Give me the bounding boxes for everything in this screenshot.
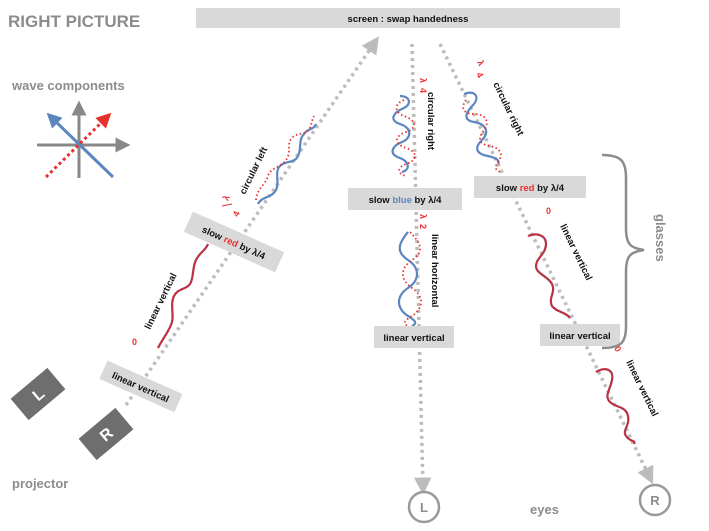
incoming-circular-wave-blue bbox=[257, 123, 318, 205]
right-linear-vertical-bar: linear vertical bbox=[540, 324, 620, 346]
left-horizontal-label: linear horizontal bbox=[429, 234, 440, 307]
page-title: RIGHT PICTURE bbox=[8, 12, 140, 31]
left-horizontal-wave-blue bbox=[397, 231, 419, 327]
incoming-linear-vertical-bar: linear vertical bbox=[99, 360, 183, 413]
right-slow-red-bar: slow red by λ/4 bbox=[474, 176, 586, 198]
svg-text:slow red by λ/4: slow red by λ/4 bbox=[496, 183, 565, 194]
glasses-brace bbox=[601, 153, 645, 350]
left-horizontal-wave-red bbox=[402, 231, 422, 327]
left-phase-four: 4 bbox=[418, 88, 428, 93]
incoming-phase-zero: 0 bbox=[132, 337, 137, 347]
left-circular-label: circular right bbox=[425, 92, 436, 151]
screen-label: screen : swap handedness bbox=[348, 14, 469, 25]
incoming-slow-red-bar: slow red by λ/4 bbox=[183, 211, 285, 273]
svg-text:linear vertical: linear vertical bbox=[383, 333, 444, 344]
incoming-phase-divider bbox=[221, 203, 233, 207]
right-phase2-zero: 0 bbox=[612, 344, 623, 353]
right-linear-wave-1-dots bbox=[527, 233, 571, 319]
wave-components-icon bbox=[37, 100, 131, 179]
right-linear-wave-1 bbox=[527, 233, 571, 319]
wave-components-label: wave components bbox=[11, 78, 125, 93]
left-linear-vertical-bar: linear vertical bbox=[374, 326, 454, 348]
projector-R-box: R bbox=[78, 407, 134, 461]
right-phase-zero: 0 bbox=[546, 206, 551, 216]
right-phase-lambda: λ bbox=[475, 58, 486, 67]
incoming-wave2-label: circular left bbox=[238, 145, 271, 197]
eye-L: L bbox=[407, 490, 441, 524]
svg-text:R: R bbox=[650, 493, 660, 508]
right-phase-four: 4 bbox=[474, 70, 485, 79]
right-eye-beam bbox=[438, 43, 654, 485]
eyes-label: eyes bbox=[530, 502, 559, 517]
right-circular-label: circular right bbox=[490, 80, 526, 138]
right-linear-label: linear vertical bbox=[557, 222, 594, 282]
incoming-linear-wave bbox=[157, 243, 210, 349]
incoming-circular-wave-red bbox=[255, 115, 315, 201]
incoming-beam bbox=[124, 36, 379, 406]
right-linear-wave-2 bbox=[595, 368, 636, 445]
incoming-phase-four: 4 bbox=[231, 209, 242, 218]
left-circular-wave-blue bbox=[391, 94, 411, 174]
glasses-label: glasses bbox=[653, 214, 668, 262]
projector-label: projector bbox=[12, 476, 68, 491]
left-phase2-two: 2 bbox=[418, 224, 428, 229]
svg-text:slow blue by λ/4: slow blue by λ/4 bbox=[369, 195, 443, 206]
incoming-wave-label: linear vertical bbox=[143, 271, 180, 331]
left-circular-wave-red bbox=[395, 99, 416, 177]
svg-text:L: L bbox=[420, 500, 428, 515]
incoming-phase-lambda: λ bbox=[221, 193, 232, 202]
right-linear2-label: linear vertical bbox=[623, 358, 660, 418]
screen-bar: screen : swap handedness bbox=[196, 8, 620, 28]
svg-text:linear vertical: linear vertical bbox=[549, 331, 610, 342]
left-phase-lambda: λ bbox=[418, 78, 428, 83]
projector-L-box: L bbox=[10, 367, 66, 421]
eye-R: R bbox=[638, 483, 672, 517]
left-phase2-lambda: λ bbox=[418, 214, 428, 219]
left-slow-blue-bar: slow blue by λ/4 bbox=[348, 188, 462, 210]
